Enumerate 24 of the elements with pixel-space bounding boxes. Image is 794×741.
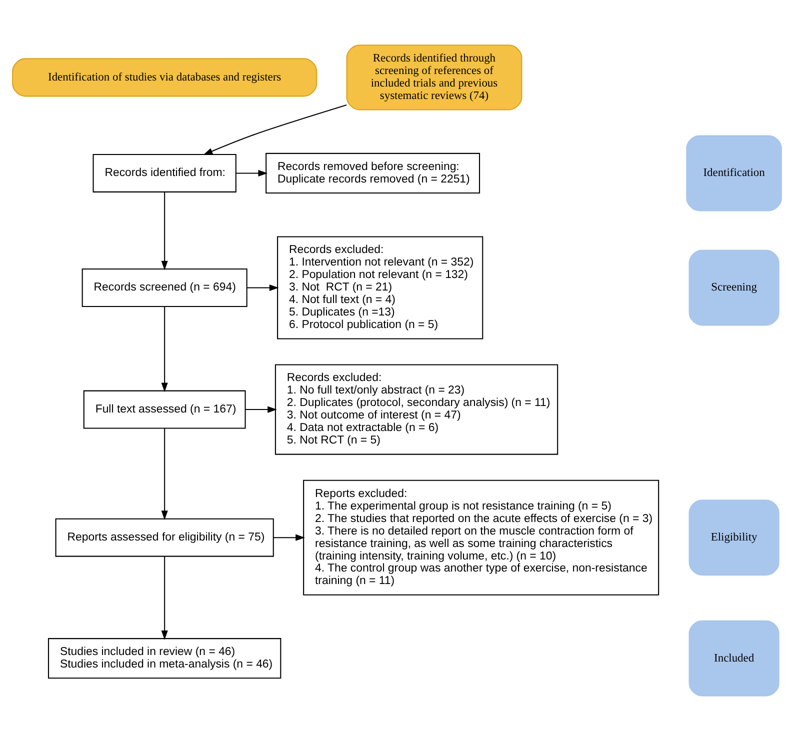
node-box: Eligibility <box>688 500 780 576</box>
node-box: Identification <box>686 135 782 212</box>
node-box: Records identified from: <box>92 154 236 192</box>
arrow <box>247 284 279 292</box>
arrow <box>245 406 277 413</box>
node-box: Records excluded: 1. No full text/only abstract (n = 23) 2. Duplicates (protocol, secondary analysis) (n = 11) 3. Not outcome of interest (n = 47) 4. Data not extractable (n = 6) 5. Not RCT (n = 5) <box>274 364 558 455</box>
arrow <box>161 192 168 270</box>
node-box: Records identified through screening of references of included trials and previous systematic reviews (74) <box>346 44 522 110</box>
node-box: Records excluded: 1. Intervention not relevant (n = 352) 2. Population not relevant (n = 132) 3. Not RCT (n = 21) 4. Not full text (n = 4) 5. Duplicates (n =13) 6. Protocol publication (n = 5) <box>277 236 484 340</box>
node-box: Reports assessed for eligibility (n = 75) <box>55 518 274 557</box>
node-box: Screening <box>688 250 780 326</box>
node-box: Records screened (n = 694) <box>82 268 248 307</box>
arrow <box>203 104 347 155</box>
arrow <box>273 534 305 541</box>
arrow <box>161 306 168 392</box>
node-box: Reports excluded: 1. The experimental group is not resistance training (n = 5) 2. The studies that reported on the acute effects of exercise (n = 3) 3. There is no detailed report on the muscle contraction form of resistance training, as well as some training characteristics (training intensity, training volume, etc.) (n = 10) 4. The control group was another type of exercise, non-resistance training (n = 11) <box>303 480 660 596</box>
node-box: Included <box>688 620 780 696</box>
node-box: Identification of studies via databases and registers <box>12 58 318 97</box>
node-box: Studies included in review (n = 46) Studies included in meta-analysis (n = 46) <box>48 638 282 679</box>
node-box: Full text assessed (n = 167) <box>83 390 246 429</box>
arrow <box>236 170 268 176</box>
arrow <box>161 428 168 520</box>
arrow <box>161 556 168 640</box>
node-box: Records removed before screening: Duplicate records removed (n = 2251) <box>266 152 480 194</box>
